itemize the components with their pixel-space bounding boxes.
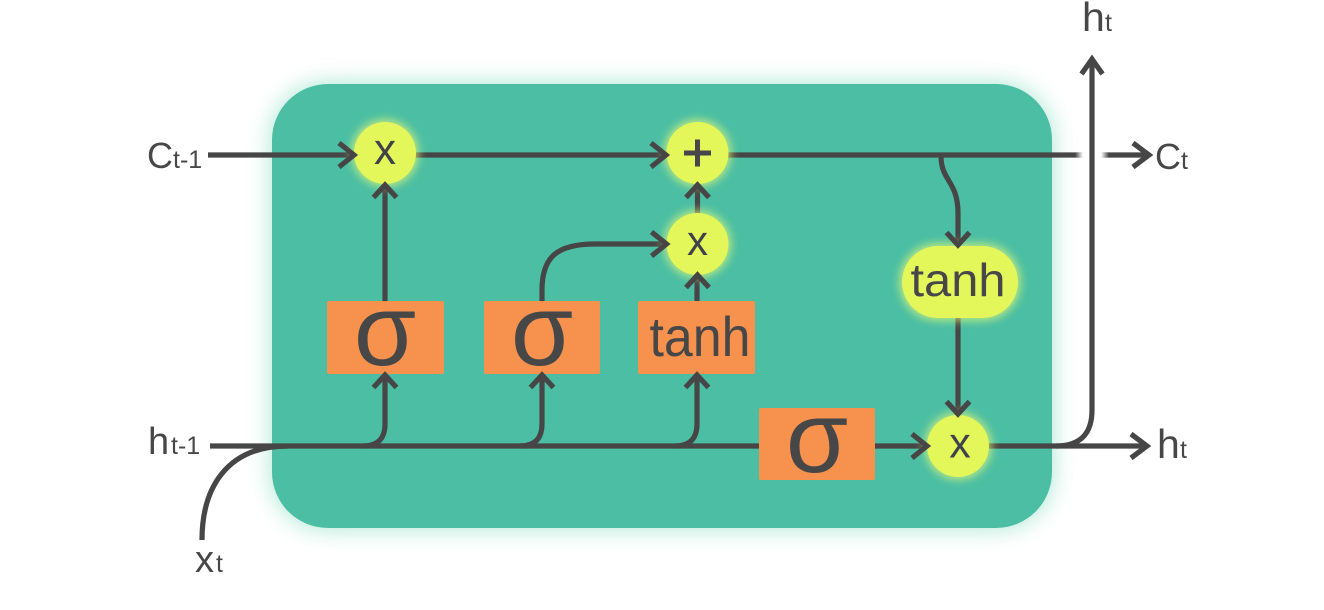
svg-text:t-1: t-1 — [173, 146, 202, 174]
svg-text:h: h — [1157, 421, 1180, 467]
svg-text:h: h — [148, 421, 169, 463]
svg-text:tanh: tanh — [650, 305, 751, 368]
svg-text:tanh: tanh — [911, 254, 1006, 306]
svg-text:x: x — [374, 125, 396, 174]
svg-text:t-1: t-1 — [171, 432, 200, 460]
svg-text:h: h — [1082, 0, 1105, 40]
svg-text:x: x — [949, 420, 971, 468]
svg-text:σ: σ — [354, 275, 416, 387]
svg-text:C: C — [147, 135, 173, 176]
svg-text:t: t — [1105, 9, 1112, 37]
svg-text:x: x — [687, 217, 708, 264]
svg-text:t: t — [1181, 147, 1188, 175]
svg-text:t: t — [216, 550, 223, 578]
svg-text:t: t — [1180, 436, 1187, 464]
svg-text:σ: σ — [511, 275, 573, 387]
svg-text:σ: σ — [786, 382, 848, 494]
svg-text:C: C — [1155, 136, 1181, 177]
svg-text:x: x — [195, 539, 214, 581]
